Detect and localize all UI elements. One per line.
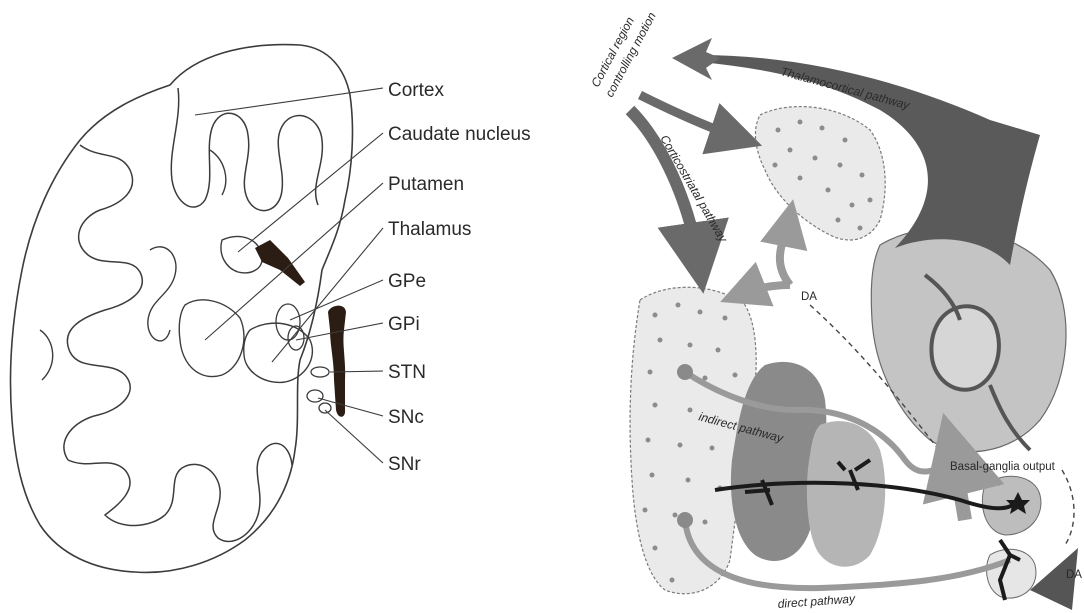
snr-shape — [319, 403, 331, 413]
snc-shape — [307, 390, 323, 402]
label-caudate-nucleus: Caudate nucleus — [388, 124, 531, 145]
label-gpe: GPe — [388, 271, 426, 292]
label-gpi: GPi — [388, 314, 420, 335]
label-da-right: DA — [1066, 569, 1082, 581]
label-snr: SNr — [388, 454, 421, 475]
label-basal-ganglia-output: Basal-ganglia output — [950, 461, 1056, 473]
putamen-shape — [179, 300, 244, 377]
dopamine-arrow — [780, 215, 790, 285]
brain-coronal-section — [10, 45, 352, 573]
gpi-shape — [288, 326, 304, 350]
indirect-origin-node — [677, 364, 693, 380]
thalamus-inner-ring — [931, 306, 999, 389]
caudate-nucleus-shape — [221, 236, 262, 272]
gyri-upper — [171, 88, 322, 211]
pathway-diagram — [630, 38, 1078, 610]
label-snc: SNc — [388, 407, 424, 428]
label-thalamus: Thalamus — [388, 219, 471, 240]
gyri-left — [64, 145, 142, 460]
gpi-region — [807, 421, 885, 567]
lateral-ventricle — [255, 240, 305, 286]
label-da-top: DA — [801, 291, 817, 303]
left-labels: Cortex Caudate nucleus Putamen Thalamus … — [388, 80, 531, 475]
dopamine-arrow-2 — [735, 285, 790, 296]
thalamocortical-arrowhead — [672, 38, 720, 80]
label-stn: STN — [388, 362, 426, 383]
label-putamen: Putamen — [388, 174, 464, 195]
label-direct-pathway: direct pathway — [777, 592, 856, 611]
stn-shape — [311, 367, 329, 377]
third-ventricle — [328, 306, 346, 417]
label-cortex: Cortex — [388, 80, 444, 101]
brain-outline — [10, 45, 352, 573]
direct-origin-node — [677, 512, 693, 528]
